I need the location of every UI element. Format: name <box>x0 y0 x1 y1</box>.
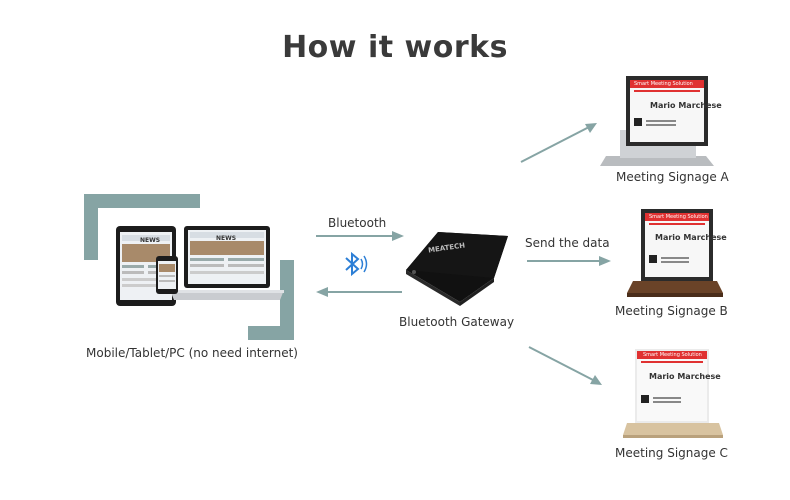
arrow-to-gateway <box>316 231 404 241</box>
signage-c-label: Meeting Signage C <box>615 446 728 460</box>
laptop-screen-brand: NEWS <box>216 235 237 242</box>
signage-a-label: Meeting Signage A <box>616 170 729 184</box>
signage-c-body <box>623 349 723 438</box>
signage-b-name: Mario Marchese <box>655 233 727 242</box>
arrow-to-signage-b <box>527 256 611 266</box>
signage-c: Smart Meeting Solution Mario Marchese <box>615 345 735 445</box>
devices-label: Mobile/Tablet/PC (no need internet) <box>86 346 298 360</box>
signage-b-header: Smart Meeting Solution <box>649 214 708 220</box>
distribution-arrows <box>520 123 611 385</box>
bluetooth-icon <box>345 251 368 277</box>
signage-b-label: Meeting Signage B <box>615 304 728 318</box>
signage-a-name: Mario Marchese <box>650 101 722 110</box>
bluetooth-label: Bluetooth <box>328 216 387 230</box>
signage-b: Smart Meeting Solution Mario Marchese <box>615 205 735 305</box>
arrow-to-signage-c <box>528 346 602 385</box>
signage-c-name: Mario Marchese <box>649 372 721 381</box>
devices-illustration <box>116 226 284 306</box>
send-data-label: Send the data <box>525 236 610 250</box>
signage-c-header: Smart Meeting Solution <box>643 352 702 358</box>
arrow-to-devices <box>316 287 402 297</box>
gateway-label: Bluetooth Gateway <box>399 315 515 329</box>
phone-icon <box>156 256 178 294</box>
laptop-icon <box>170 226 284 300</box>
signage-b-body <box>627 209 723 297</box>
signage-a-header: Smart Meeting Solution <box>634 81 693 87</box>
tablet-screen-brand: NEWS <box>140 237 161 244</box>
gateway-device-icon <box>406 232 508 306</box>
arrow-to-signage-a <box>520 123 597 163</box>
device-bracket-frame <box>84 194 294 340</box>
bidirectional-arrows <box>316 231 404 297</box>
page-title: How it works <box>282 30 508 65</box>
signage-a-body <box>600 76 714 166</box>
signage-a: Smart Meeting Solution Mario Marchese <box>598 70 722 170</box>
